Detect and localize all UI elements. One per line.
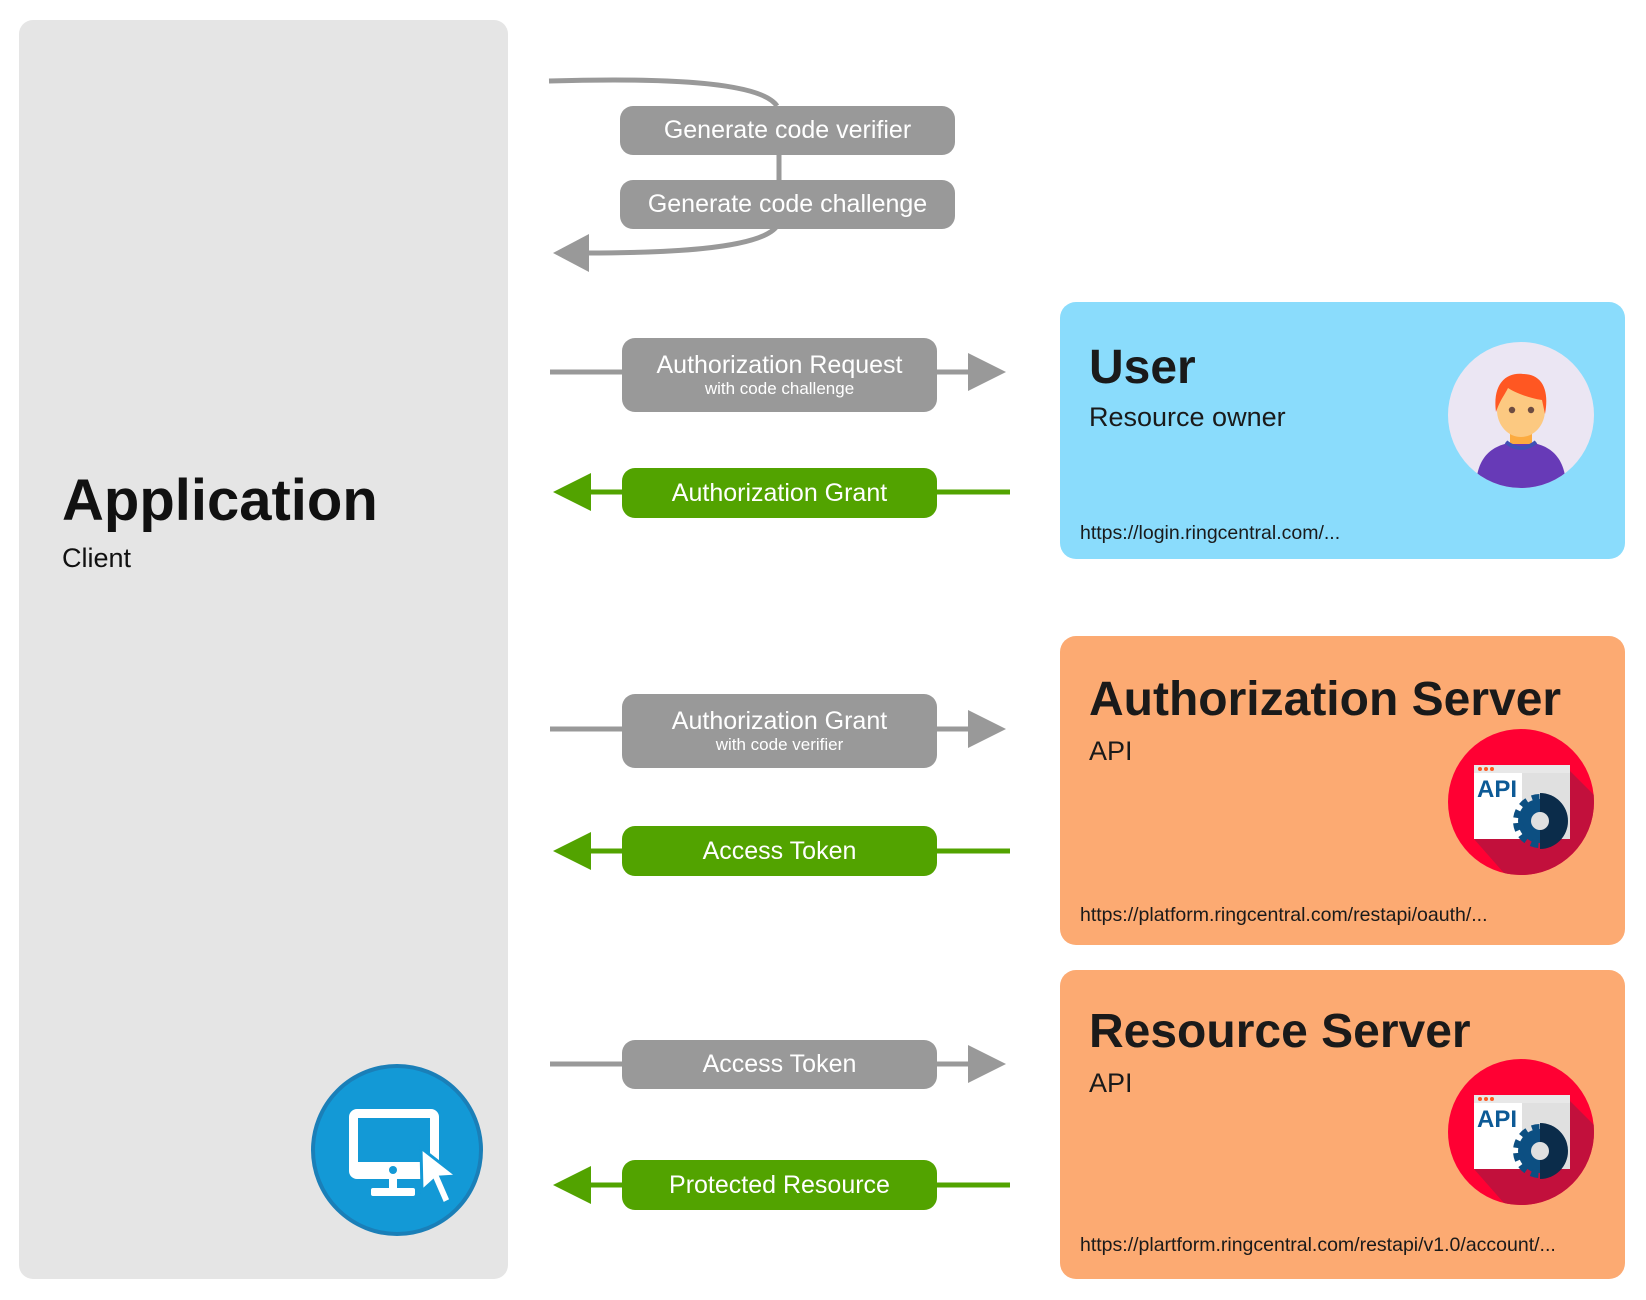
- authorization-server-subtitle: API: [1089, 736, 1133, 766]
- authorization-server-card: Authorization Server API https://platfor…: [1060, 636, 1625, 945]
- authorization-server-url: https://platform.ringcentral.com/restapi…: [1080, 904, 1488, 926]
- user-avatar-icon: [1448, 342, 1594, 488]
- user-title: User: [1089, 341, 1196, 394]
- protected-resource-step: Protected Resource: [622, 1160, 937, 1210]
- resource-server-title: Resource Server: [1089, 1005, 1471, 1058]
- computer-click-icon: [311, 1064, 483, 1236]
- generate-code-challenge-step: Generate code challenge: [620, 180, 955, 229]
- resource-server-url: https://plartform.ringcentral.com/restap…: [1080, 1234, 1556, 1256]
- step-sublabel: with code verifier: [715, 735, 844, 755]
- loop-arrowhead: [553, 234, 589, 272]
- step-label: Generate code challenge: [647, 190, 928, 219]
- authorization-grant-return-step: Authorization Grant: [622, 468, 937, 518]
- step-label: Access Token: [702, 836, 857, 865]
- generate-code-verifier-step: Generate code verifier: [620, 106, 955, 155]
- step-sublabel: with code challenge: [704, 379, 855, 399]
- auth-grant-return-arrowhead: [553, 473, 591, 511]
- step-label: Authorization Request: [656, 350, 903, 379]
- application-client-panel: [19, 20, 508, 1279]
- user-subtitle: Resource owner: [1089, 402, 1286, 432]
- api-icon-text: API: [1477, 776, 1517, 803]
- user-card: User Resource owner https://login.ringce…: [1060, 302, 1625, 559]
- step-label: Authorization Grant: [671, 706, 888, 735]
- api-gear-icon: API: [1448, 1059, 1594, 1205]
- authorization-grant-send-step: Authorization Grant with code verifier: [622, 694, 937, 768]
- step-label: Protected Resource: [669, 1170, 890, 1199]
- protected-resource-arrowhead: [553, 1166, 591, 1204]
- resource-server-card: Resource Server API https://plartform.ri…: [1060, 970, 1625, 1279]
- api-icon-text: API: [1477, 1106, 1517, 1133]
- authorization-server-title: Authorization Server: [1089, 673, 1562, 726]
- auth-grant-send-arrowhead: [968, 710, 1006, 748]
- access-token-return-arrowhead: [553, 832, 591, 870]
- step-label: Access Token: [702, 1050, 857, 1079]
- loop-top-line: [548, 77, 780, 108]
- resource-server-subtitle: API: [1089, 1068, 1133, 1098]
- client-title: Application: [62, 468, 378, 533]
- user-url: https://login.ringcentral.com/...: [1080, 522, 1341, 544]
- access-token-send-arrowhead: [968, 1045, 1006, 1083]
- access-token-return-step: Access Token: [622, 826, 937, 876]
- client-subtitle: Client: [62, 543, 132, 573]
- loop-bottom-line: [584, 224, 780, 256]
- step-label: Generate code verifier: [663, 116, 912, 145]
- auth-request-arrowhead: [968, 353, 1006, 391]
- access-token-send-step: Access Token: [622, 1040, 937, 1089]
- authorization-request-step: Authorization Request with code challeng…: [622, 338, 937, 412]
- step-label: Authorization Grant: [671, 478, 888, 507]
- api-gear-icon: API: [1448, 729, 1594, 875]
